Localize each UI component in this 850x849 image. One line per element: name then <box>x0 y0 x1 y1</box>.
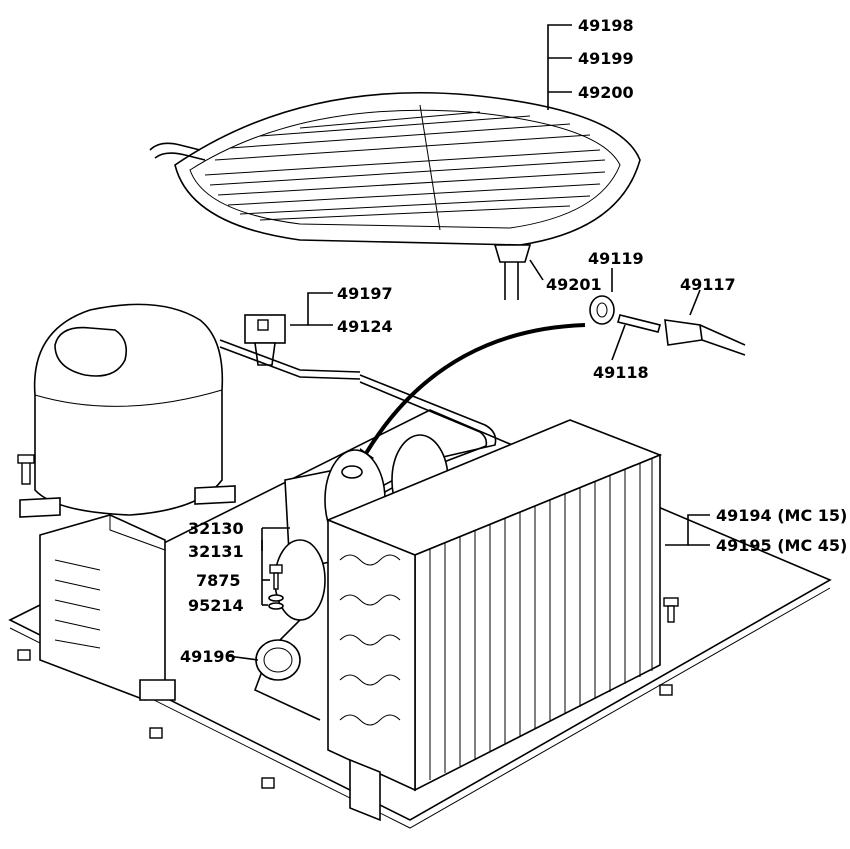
leader-lines <box>227 24 710 661</box>
base-bolt-3 <box>261 777 275 789</box>
base-bolt-4 <box>659 684 673 696</box>
filter-drier <box>255 639 301 681</box>
label-49117: 49117 <box>680 275 736 294</box>
condenser <box>325 419 679 822</box>
label-49200: 49200 <box>578 83 634 102</box>
fitting-49118 <box>617 314 661 333</box>
label-49195: 49195 (MC 45) <box>716 536 847 555</box>
label-7875: 7875 <box>196 571 241 590</box>
part-labels: 49198 49199 49200 49201 49119 49117 4911… <box>180 16 847 666</box>
label-49201: 49201 <box>546 275 602 294</box>
evaporator-tray <box>149 91 641 300</box>
evaporator-coil <box>204 104 606 231</box>
label-49198: 49198 <box>578 16 634 35</box>
label-49118: 49118 <box>593 363 649 382</box>
label-32130: 32130 <box>188 519 244 538</box>
drain-fitting <box>493 244 532 263</box>
label-49119: 49119 <box>588 249 644 268</box>
screw-washers <box>268 564 284 610</box>
condenser-fins <box>429 459 653 780</box>
solenoid-valve <box>219 314 361 380</box>
fitting-assembly <box>589 295 746 356</box>
label-49124: 49124 <box>337 317 393 336</box>
label-49199: 49199 <box>578 49 634 68</box>
connector-49117 <box>664 319 703 346</box>
label-32131: 32131 <box>188 542 244 561</box>
label-49197: 49197 <box>337 284 393 303</box>
compressor <box>17 303 236 518</box>
condenser-coil-bends <box>339 554 401 726</box>
electrical-box <box>39 514 176 701</box>
nut-49119 <box>589 295 615 325</box>
base-bolt-1 <box>17 649 31 661</box>
base-bolt-2 <box>149 727 163 739</box>
label-49196: 49196 <box>180 647 236 666</box>
label-49194: 49194 (MC 15) <box>716 506 847 525</box>
label-95214: 95214 <box>188 596 244 615</box>
